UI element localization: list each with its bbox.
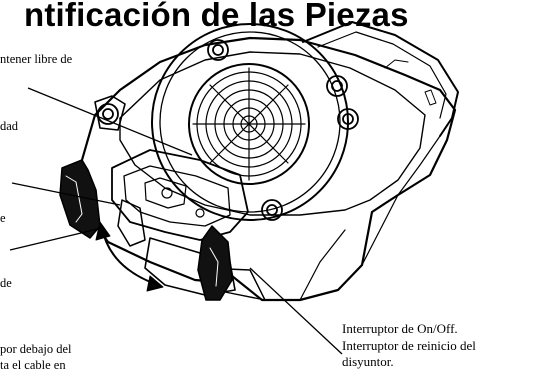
- callout-handle: dad: [0, 119, 19, 133]
- callout-clearance: ntener libre de: [0, 52, 73, 66]
- page-title: ntificación de las Piezas: [24, 0, 409, 33]
- switch-callout: Interruptor de On/Off. Interruptor de re…: [342, 321, 476, 371]
- switch-label-line-3: disyuntor.: [342, 354, 394, 369]
- switch-label-line-2: Interruptor de reinicio del: [342, 337, 476, 353]
- callout-outlet: e: [0, 211, 6, 225]
- callout-cord-line-2: ta el cable en: [0, 358, 66, 372]
- callout-cord-line-1: por debajo del: [0, 342, 72, 356]
- callout-angle: de: [0, 276, 12, 290]
- switch-label-line-1: Interruptor de On/Off.: [342, 321, 458, 336]
